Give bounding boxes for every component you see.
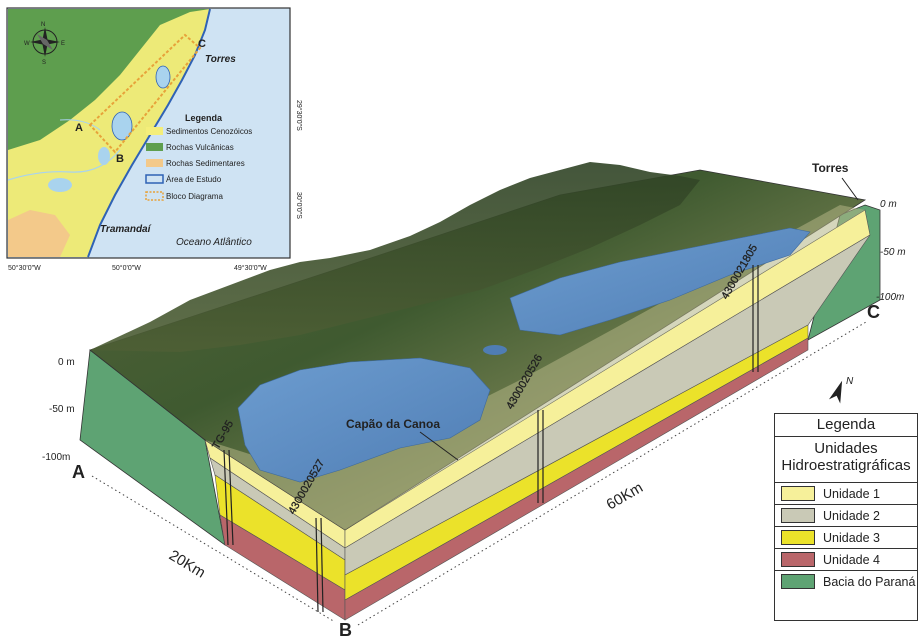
legend-row-unit1: Unidade 1 <box>775 482 917 504</box>
hydro-legend-subtitle-1: Unidades <box>814 440 878 457</box>
wells <box>223 265 759 613</box>
inset-ocean: Oceano Atlântico <box>176 237 252 248</box>
legend-swatch-unit4 <box>781 552 815 567</box>
compass-w: W <box>24 41 30 47</box>
inset-river <box>7 149 121 181</box>
inset-point-c: C <box>198 38 206 50</box>
depth-left-50: -50 m <box>49 404 75 415</box>
inset-legend-title: Legenda <box>185 113 223 123</box>
depth-left-100: -100m <box>42 452 70 463</box>
terrain-mountains <box>90 162 700 352</box>
dim-label-long: 60Km <box>604 479 646 513</box>
inset-legend-swatch-3 <box>146 159 163 167</box>
inset-legend-swatch-1 <box>146 127 163 135</box>
lake-south <box>237 357 491 483</box>
compass-rose-icon <box>30 27 60 57</box>
inset-lagoon-1 <box>111 111 133 141</box>
inset-lagoon-2 <box>155 65 171 89</box>
lake-small <box>483 345 507 355</box>
depth-right-100: -100m <box>876 292 904 303</box>
legend-swatch-unit3 <box>781 530 815 545</box>
legend-row-parana: Bacia do Paraná <box>775 570 917 592</box>
inset-lon-tick-2: 50°0'0"W <box>112 264 141 272</box>
inset-lagoon-3 <box>48 178 72 192</box>
inset-coastline <box>87 8 211 258</box>
well-line-tg95-b <box>228 449 234 546</box>
legend-swatch-unit2 <box>781 508 815 523</box>
legend-label-unit4: Unidade 4 <box>823 552 880 567</box>
hydro-legend-subtitle: Unidades Hidroestratigráficas <box>775 437 917 474</box>
inset-lat-tick-1: 29°30'0"S <box>295 100 303 131</box>
block-diagram: TG-95 4300020527 4300020526 4300021805 C… <box>42 161 906 636</box>
capao-leader-line <box>419 431 459 461</box>
hydro-legend: Legenda Unidades Hidroestratigráficas Un… <box>774 413 918 621</box>
compass-n: N <box>41 22 45 28</box>
inset-legend-swatch-5 <box>145 191 164 201</box>
north-arrow-icon <box>828 380 843 404</box>
legend-swatch-parana <box>781 574 815 589</box>
legend-row-unit4: Unidade 4 <box>775 548 917 570</box>
well-line-527-a <box>315 517 319 613</box>
depth-left-0: 0 m <box>58 357 75 368</box>
inset-legend-label-3: Rochas Sedimentares <box>166 159 245 168</box>
inset-point-a: A <box>75 122 83 134</box>
dim-label-short: 20Km <box>166 547 208 582</box>
inset-legend-label-1: Sedimentos Cenozóicos <box>166 127 252 136</box>
compass-e: E <box>61 41 65 47</box>
legend-label-parana: Bacia do Paraná <box>823 574 916 589</box>
legend-row-unit2: Unidade 2 <box>775 504 917 526</box>
corner-b: B <box>339 620 352 636</box>
block-place-capao: Capão da Canoa <box>346 417 440 431</box>
hydro-legend-title: Legenda <box>775 414 917 437</box>
legend-row-unit3: Unidade 3 <box>775 526 917 548</box>
hydro-legend-items: Unidade 1 Unidade 2 Unidade 3 Unidade 4 … <box>775 482 917 592</box>
block-place-torres: Torres <box>812 161 849 175</box>
long-face-unit4 <box>344 337 809 621</box>
inset-lon-tick-1: 50°30'0"W <box>8 264 41 272</box>
compass-s: S <box>42 60 46 66</box>
inset-legend-swatch-4 <box>145 174 164 184</box>
inset-map: N S E W A B C Torres Tramandaí Oceano At… <box>6 7 303 272</box>
well-line-tg95-a <box>223 449 229 546</box>
inset-legend-label-5: Bloco Diagrama <box>166 192 223 201</box>
torres-leader-line <box>841 177 859 201</box>
inset-legend: Legenda Sedimentos Cenozóicos Rochas Vul… <box>145 113 252 201</box>
inset-bloco-diagrama <box>88 33 202 154</box>
inset-legend-label-2: Rochas Vulcânicas <box>166 143 234 152</box>
legend-label-unit1: Unidade 1 <box>823 486 880 501</box>
inset-tramandai: Tramandaí <box>100 224 152 235</box>
inset-lagoon-4 <box>98 147 110 165</box>
depth-right-0: 0 m <box>880 199 897 210</box>
corner-c: C <box>867 302 880 322</box>
inset-lon-tick-3: 49°30'0"W <box>234 264 267 272</box>
inset-legend-swatch-2 <box>146 143 163 151</box>
inset-point-b: B <box>116 153 124 165</box>
hydro-legend-subtitle-2: Hidroestratigráficas <box>781 457 911 474</box>
inset-torres: Torres <box>205 54 236 65</box>
inset-river-2 <box>59 119 101 131</box>
corner-a: A <box>72 462 85 482</box>
depth-right-50: -50 m <box>880 247 906 258</box>
legend-label-unit2: Unidade 2 <box>823 508 880 523</box>
inset-sedimentary-rocks <box>8 210 70 257</box>
well-line-527-b <box>320 517 324 613</box>
legend-label-unit3: Unidade 3 <box>823 530 880 545</box>
inset-lat-tick-2: 30°0'0"S <box>295 192 303 219</box>
north-label: N <box>846 376 854 387</box>
inset-legend-label-4: Área de Estudo <box>166 175 222 184</box>
legend-swatch-unit1 <box>781 486 815 501</box>
lake-north <box>509 227 811 336</box>
